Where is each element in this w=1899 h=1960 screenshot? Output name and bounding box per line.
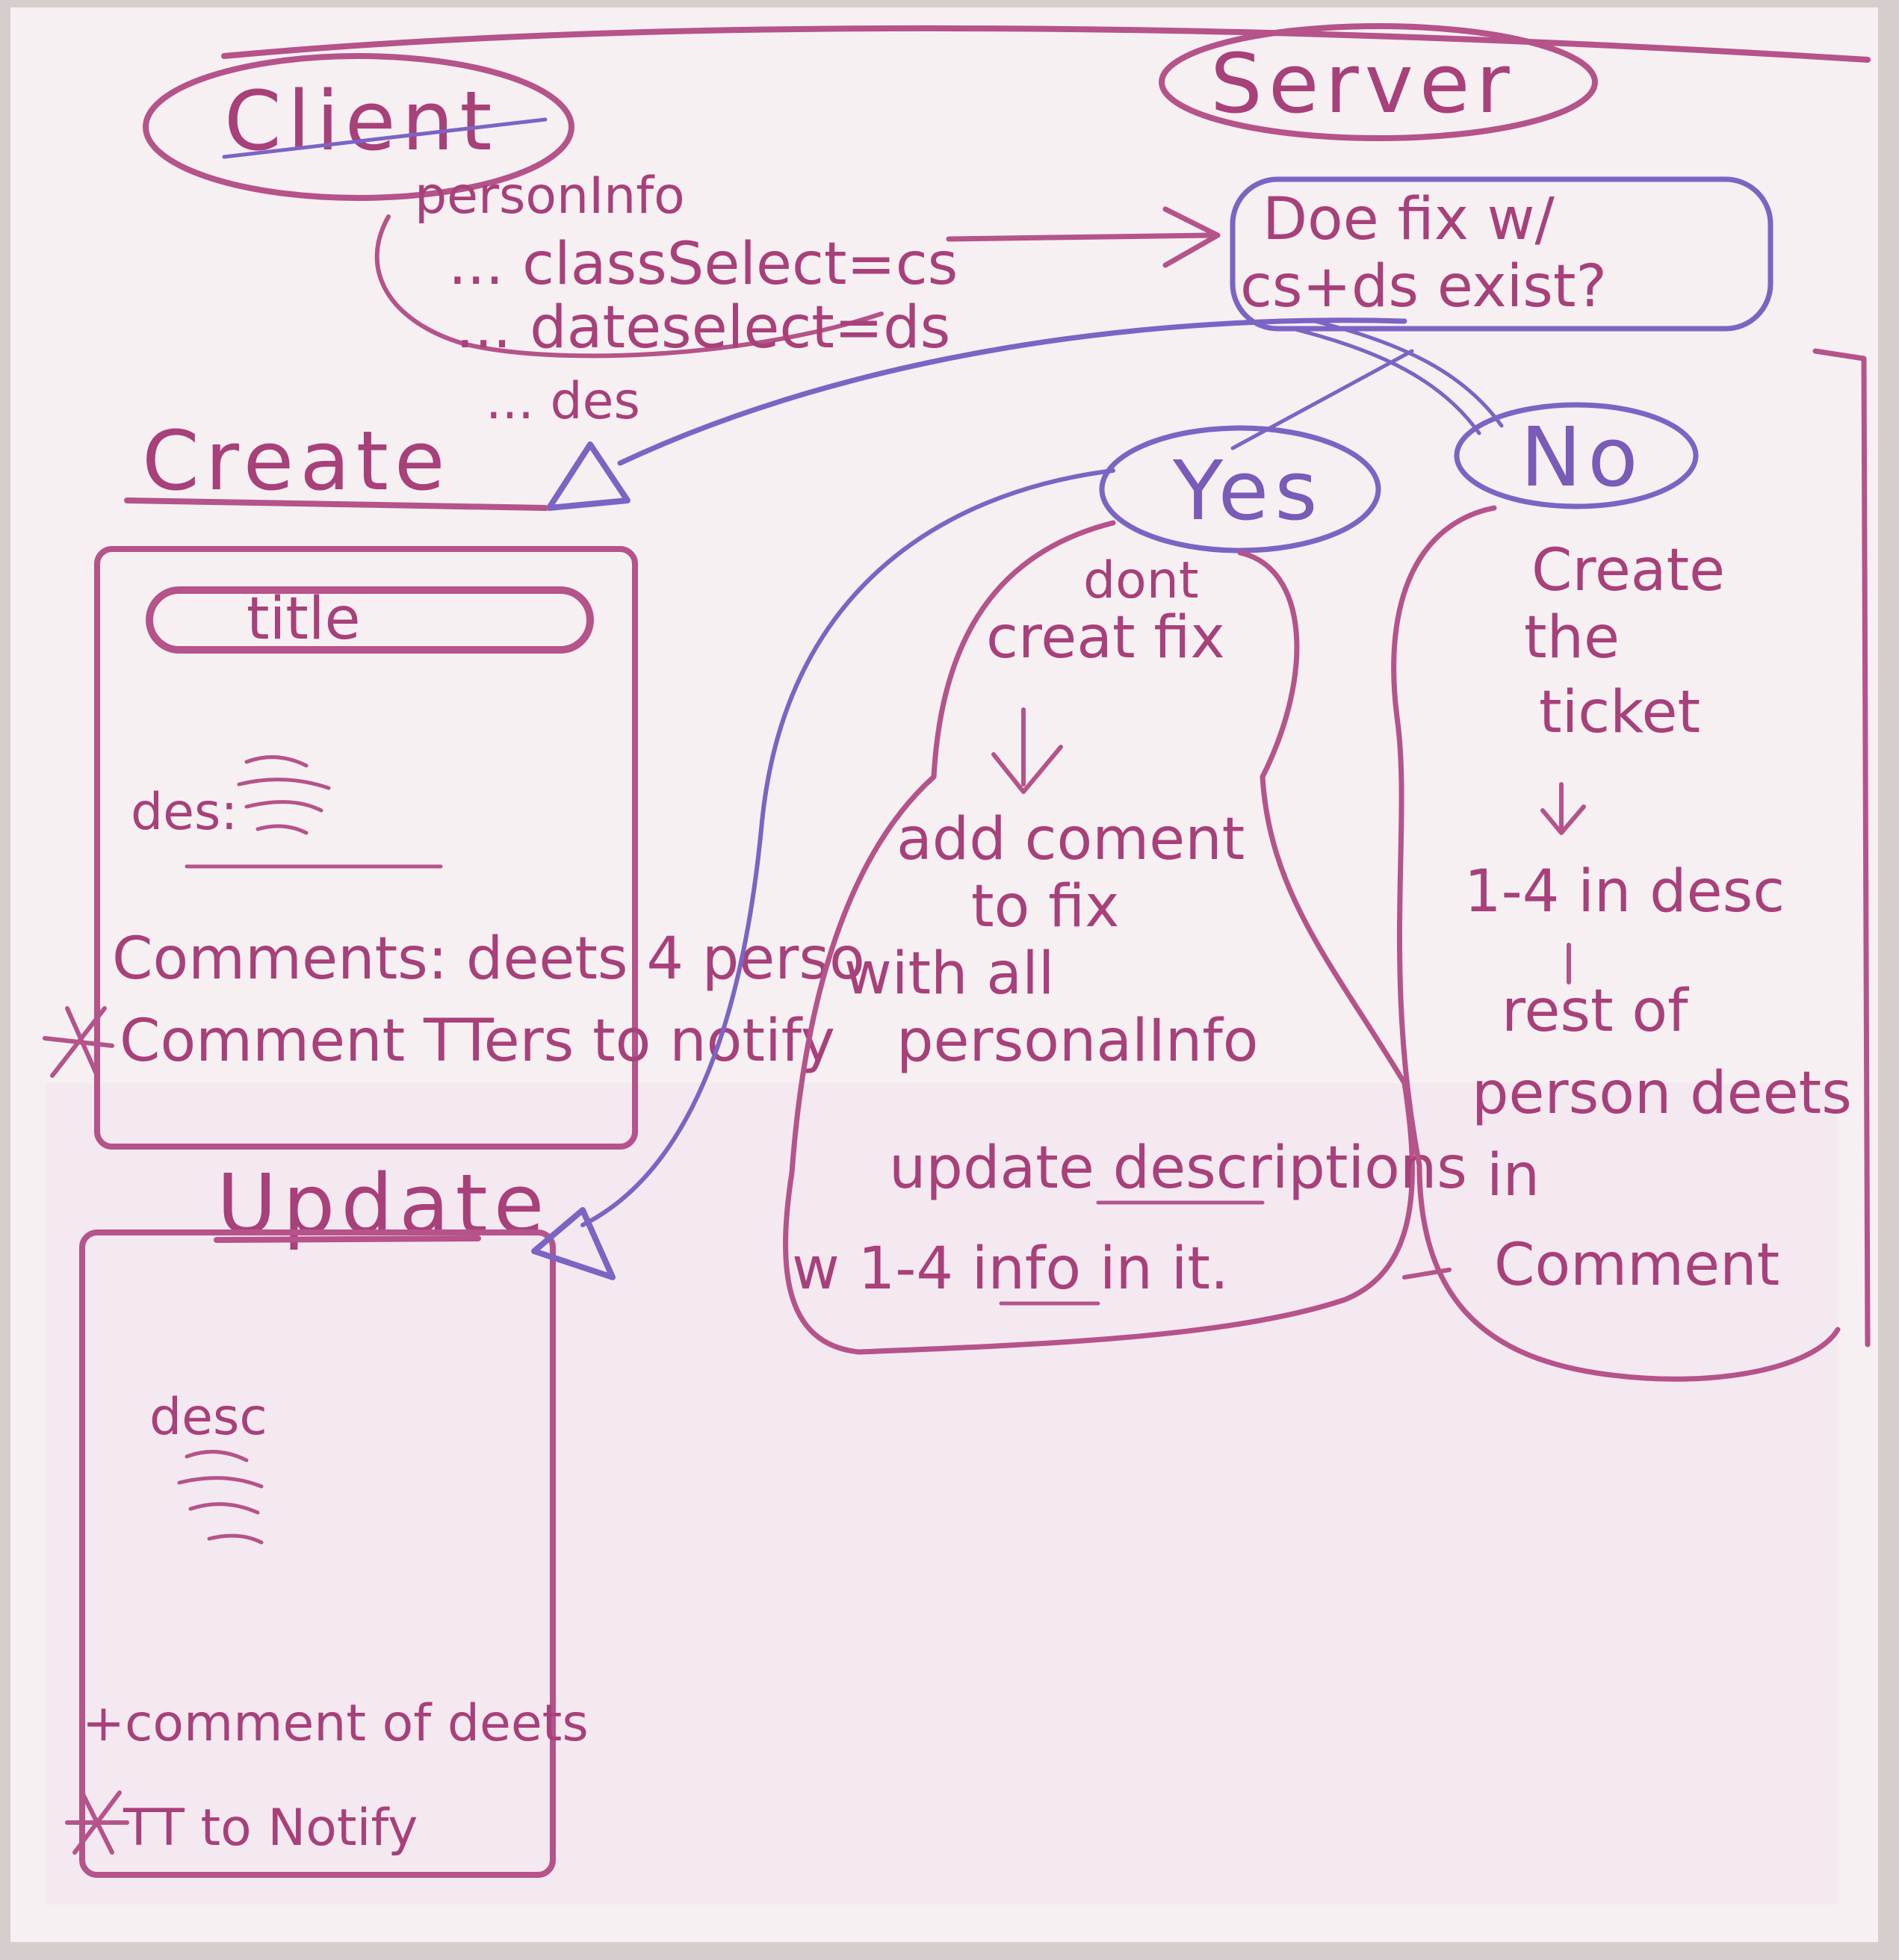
no-line7: in bbox=[1487, 1142, 1540, 1209]
server-question-box bbox=[1230, 176, 1773, 332]
yes-to-update-arrowhead bbox=[531, 1207, 616, 1280]
create-title-field bbox=[146, 586, 594, 654]
yes-line7: update descriptions bbox=[889, 1135, 1467, 1202]
server-to-no-line-a bbox=[1290, 326, 1481, 435]
create-des-label: des: bbox=[131, 783, 238, 842]
create-star-icon bbox=[43, 1006, 114, 1078]
create-title-underline bbox=[124, 497, 548, 511]
update-notify: TT to Notify bbox=[123, 1799, 418, 1858]
update-form-box bbox=[79, 1229, 556, 1878]
no-line5: rest of bbox=[1502, 978, 1689, 1045]
server-to-no-line-b bbox=[1313, 319, 1504, 428]
client-date-select: ... dateselect=ds bbox=[456, 294, 950, 362]
no-line1: Create bbox=[1531, 537, 1725, 604]
update-desc-scribble bbox=[177, 1450, 264, 1545]
update-comment: +comment of deets bbox=[82, 1694, 589, 1753]
no-line3: ticket bbox=[1539, 679, 1700, 746]
yes-to-update-arrow bbox=[580, 468, 1115, 1227]
no-branch-outline bbox=[1391, 505, 1841, 1382]
yes-line3: add coment bbox=[896, 806, 1245, 873]
server-title: Server bbox=[1210, 36, 1516, 131]
board-smudge bbox=[45, 1083, 1838, 1905]
no-line4: 1-4 in desc bbox=[1464, 858, 1785, 925]
yes-line2: creat fix bbox=[986, 604, 1225, 672]
update-star-icon bbox=[65, 1790, 129, 1855]
client-person-info: personInfo bbox=[415, 167, 685, 226]
create-title: Create bbox=[142, 413, 451, 509]
client-title-ellipse bbox=[143, 53, 574, 201]
yes-down-arrow-1 bbox=[991, 707, 1063, 794]
yes-label: Yes bbox=[1172, 443, 1324, 539]
yes-line5: with all bbox=[844, 940, 1054, 1008]
client-to-server-arrow bbox=[946, 232, 1213, 242]
right-edge-bracket bbox=[1812, 348, 1871, 1348]
no-ellipse bbox=[1454, 402, 1699, 509]
client-info-group bbox=[374, 214, 884, 359]
yes-branch-outline bbox=[783, 520, 1415, 1355]
client-class-select: ... classSelect=cs bbox=[448, 231, 958, 298]
create-title-field-label: title bbox=[247, 586, 361, 653]
client-strike bbox=[222, 117, 548, 159]
server-to-yes-line bbox=[1230, 349, 1414, 450]
yes-line8: w 1-4 info in it. bbox=[792, 1235, 1229, 1303]
yes-line1: dont bbox=[1083, 551, 1199, 610]
create-comments: Comments: deets 4 perso bbox=[112, 925, 865, 993]
no-line2: the bbox=[1524, 604, 1620, 672]
server-question-line2: cs+ds exist? bbox=[1240, 253, 1607, 320]
server-to-create-arrow bbox=[617, 317, 1407, 466]
yes-line6: personalInfo bbox=[896, 1008, 1258, 1075]
update-title-underline bbox=[214, 1235, 481, 1243]
update-desc-label: desc bbox=[149, 1388, 267, 1447]
top-edge-line bbox=[221, 25, 1871, 63]
no-line8: Comment bbox=[1494, 1232, 1779, 1299]
client-to-server-arrowhead bbox=[1162, 206, 1221, 268]
server-question-line1: Doe fix w/ bbox=[1263, 186, 1555, 253]
yes-no-connector bbox=[1402, 1268, 1452, 1280]
create-form-box bbox=[94, 546, 638, 1150]
no-down-arrow-1 bbox=[1540, 782, 1586, 835]
create-des-scribble bbox=[237, 755, 331, 835]
no-label: No bbox=[1520, 409, 1644, 505]
server-title-ellipse bbox=[1159, 23, 1598, 141]
client-desc: ... des bbox=[486, 372, 640, 431]
yes-line4: to fix bbox=[971, 873, 1119, 940]
update-title: Update bbox=[217, 1156, 550, 1252]
no-line6: person deets bbox=[1472, 1060, 1852, 1127]
create-notify: Comment TTers to notify bbox=[120, 1008, 835, 1075]
client-title: Client bbox=[224, 73, 498, 169]
server-to-create-arrowhead bbox=[546, 441, 631, 511]
